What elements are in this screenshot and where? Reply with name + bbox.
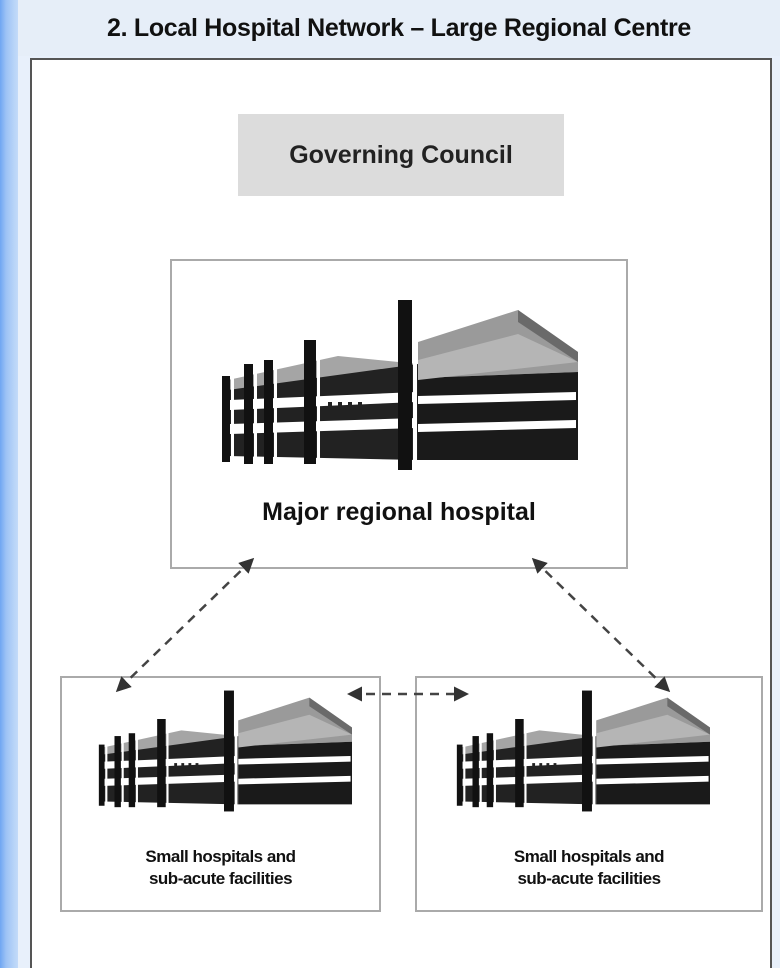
double-arrow-icon — [115, 557, 255, 693]
double-arrow-icon — [531, 557, 671, 693]
governing-council-label: Governing Council — [289, 140, 513, 169]
hospital-building-icon — [98, 690, 352, 812]
hospital-building-icon — [456, 690, 710, 812]
diagram-title: 2. Local Hospital Network – Large Region… — [18, 0, 780, 56]
small-hospital-label-right: Small hospitals and sub-acute facilities — [513, 847, 665, 888]
hospital-building-icon — [222, 300, 578, 470]
governing-council-box: Governing Council — [238, 114, 564, 196]
major-hospital-label: Major regional hospital — [262, 498, 536, 526]
small-hospital-label-left: Small hospitals and sub-acute facilities — [145, 847, 296, 888]
